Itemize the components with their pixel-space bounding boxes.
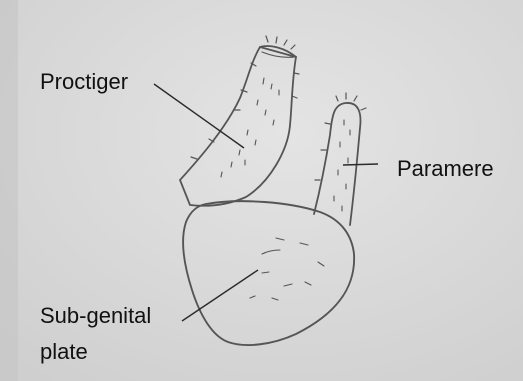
proctiger-label: Proctiger — [40, 70, 128, 93]
subgenital-label-line1: Sub-genital — [40, 304, 151, 327]
paramere-leader — [343, 164, 378, 165]
paramere-label: Paramere — [397, 157, 494, 180]
paper-shadow-left — [0, 0, 18, 381]
subgenital-label-line2: plate — [40, 340, 88, 363]
